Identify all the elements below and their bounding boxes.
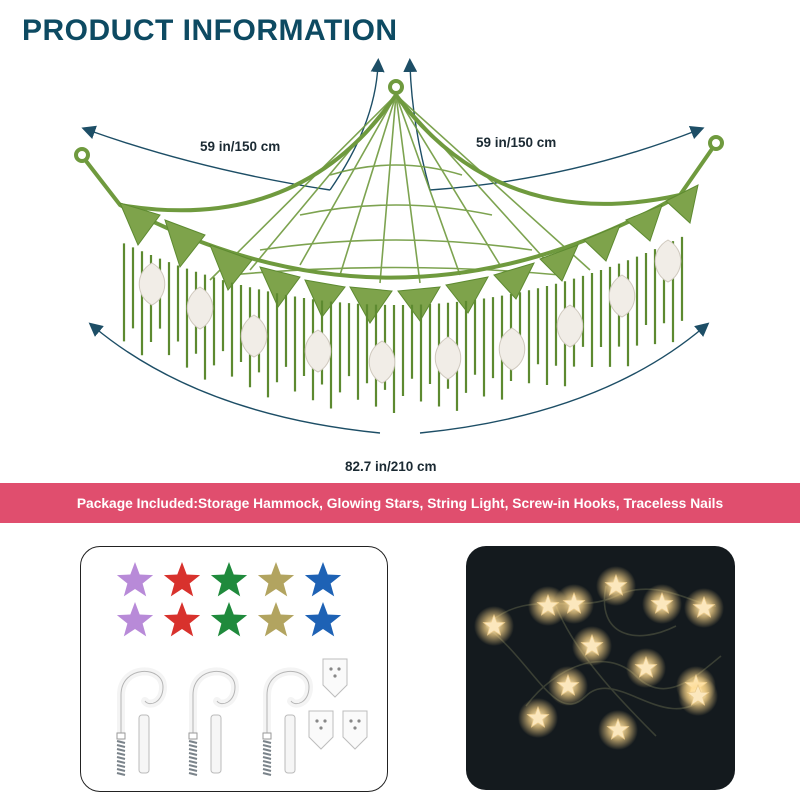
leaf-ornament (556, 304, 584, 348)
leaf-ornament (654, 239, 682, 283)
leaf-ornament (304, 329, 332, 373)
star-light-bulb (562, 591, 586, 614)
leaf-ornament (498, 327, 526, 371)
wall-anchor (210, 714, 222, 774)
accessories-panel (80, 546, 388, 792)
leaf-ornament (240, 314, 268, 358)
star-light-bulb (482, 613, 506, 636)
star-light-bulb (556, 673, 580, 696)
leaf-ornament (186, 286, 214, 330)
left-arc-dimension: 59 in/150 cm (200, 139, 281, 154)
glitter-star-icon (257, 602, 295, 637)
glitter-star-icon (163, 562, 201, 597)
leaf-ornament (138, 262, 166, 306)
glitter-star-icon (210, 562, 248, 597)
star-light-bulb (606, 717, 630, 740)
right-arc-dimension: 59 in/150 cm (476, 135, 557, 150)
glitter-star-icon (116, 562, 154, 597)
screw-hook-icon (116, 667, 314, 776)
star-light-bulb (580, 633, 604, 656)
package-banner: Package Included:Storage Hammock, Glowin… (0, 483, 800, 523)
page-title: PRODUCT INFORMATION (22, 14, 398, 47)
traceless-nail-icon (342, 710, 368, 750)
accessories-image (116, 562, 368, 776)
traceless-nail-icon (308, 710, 334, 750)
traceless-nail-icon (322, 658, 348, 698)
star-light-bulb (692, 595, 716, 618)
hammock-illustration (0, 55, 800, 475)
leaf-ornament (368, 340, 396, 384)
glitter-star-icon (304, 602, 342, 637)
star-light-bulb (686, 683, 710, 706)
glitter-star-icon (210, 602, 248, 637)
leaf-ornament (434, 336, 462, 380)
star-string-light-icon (474, 566, 724, 750)
package-banner-text: Package Included:Storage Hammock, Glowin… (76, 495, 724, 511)
string-light-panel (466, 546, 735, 790)
star-light-bulb (526, 705, 550, 728)
glitter-star-icon (257, 562, 295, 597)
wall-anchor (284, 714, 296, 774)
star-light-bulb (650, 591, 674, 614)
star-light-bulb (604, 573, 628, 596)
bottom-width-dimension: 82.7 in/210 cm (345, 459, 437, 474)
leaf-ornament (608, 274, 636, 318)
glitter-star-icon (304, 562, 342, 597)
traceless-nail-icon (308, 658, 368, 750)
wall-anchor (138, 714, 150, 774)
macrame-hammock-icon (74, 58, 724, 434)
glitter-star-icon (163, 602, 201, 637)
glitter-star-icon (116, 602, 154, 637)
star-light-bulb (634, 655, 658, 678)
